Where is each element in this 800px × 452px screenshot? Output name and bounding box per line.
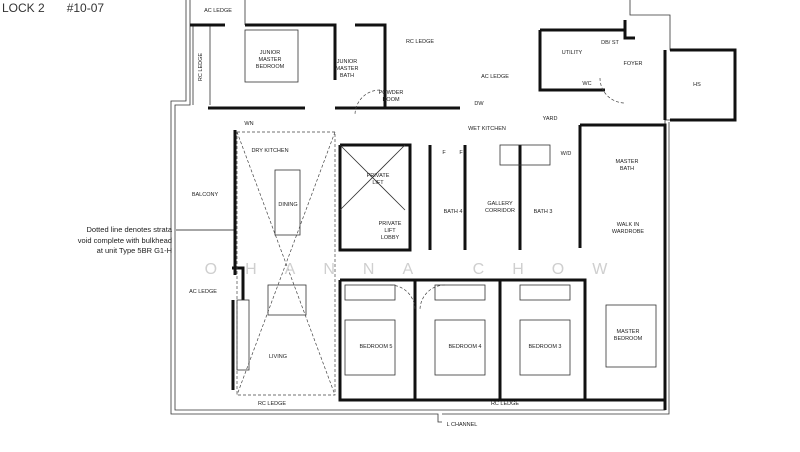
label-powder-room: ROOM xyxy=(382,97,400,103)
label-wn: WN xyxy=(244,121,253,127)
strata-void-note: Dotted line denotes strata void complete… xyxy=(78,225,172,257)
label-gallery-corridor: GALLERY xyxy=(487,201,513,207)
bed-5 xyxy=(344,319,396,376)
watermark: OHANNA CHOW xyxy=(205,261,636,278)
note-line: void complete with bulkhead xyxy=(77,235,172,245)
label-master-bedroom: BEDROOM xyxy=(614,336,643,342)
label-wc: WC xyxy=(582,81,591,87)
label-rc-ledge-bottom-left: RC LEDGE xyxy=(258,401,286,407)
bed-junior-master xyxy=(244,29,299,83)
label-walk-in-wardrobe: WARDROBE xyxy=(612,229,645,235)
label-rc-ledge-left: RC LEDGE xyxy=(198,53,204,81)
label-ac-ledge-top: AC LEDGE xyxy=(204,8,232,14)
label-junior-master-bedroom: JUNIOR xyxy=(260,50,281,56)
bed-4 xyxy=(434,319,486,376)
unit-label: #10-07 xyxy=(66,1,105,15)
label-private-lift: PRIVATE xyxy=(367,173,390,179)
walls xyxy=(190,20,737,410)
label-bedroom-3: BEDROOM 3 xyxy=(528,344,561,350)
label-private-lift-lobby: PRIVATE xyxy=(379,221,402,227)
label-balcony: BALCONY xyxy=(192,192,219,198)
label-l-channel: L CHANNEL xyxy=(447,422,478,428)
label-bedroom-4: BEDROOM 4 xyxy=(448,344,481,350)
label-junior-master-bath: MASTER xyxy=(336,66,359,72)
label-dry-kitchen: DRY KITCHEN xyxy=(251,148,288,154)
label-private-lift: LIFT xyxy=(372,180,384,186)
furniture xyxy=(236,29,657,376)
label-dining: DINING xyxy=(278,202,297,208)
label-ac-ledge-left: AC LEDGE xyxy=(189,289,217,295)
label-hs: HS xyxy=(693,82,701,88)
label-rc-ledge-top: RC LEDGE xyxy=(406,39,434,45)
label-master-bath: BATH xyxy=(620,166,634,172)
label-bath-4: BATH 4 xyxy=(444,209,463,215)
label-gallery-corridor: CORRIDOR xyxy=(485,208,515,214)
label-ac-ledge-mid: AC LEDGE xyxy=(481,74,509,80)
label-dw: DW xyxy=(474,101,484,107)
label-fridge: F xyxy=(442,150,446,156)
label-bath-3: BATH 3 xyxy=(534,209,553,215)
dining-table xyxy=(274,169,301,236)
label-junior-master-bedroom: MASTER xyxy=(259,57,282,63)
room-labels: AC LEDGE RC LEDGE JUNIOR MASTER BEDROOM … xyxy=(189,8,701,428)
label-bedroom-5: BEDROOM 5 xyxy=(359,344,392,350)
label-master-bedroom: MASTER xyxy=(617,329,640,335)
label-wd: W/D xyxy=(561,151,572,157)
sofa xyxy=(267,284,307,316)
strata-void-outline xyxy=(236,77,626,396)
label-fridge: F xyxy=(459,150,463,156)
label-db-st: DB/ ST xyxy=(601,40,619,46)
label-foyer: FOYER xyxy=(624,61,643,67)
label-yard: YARD xyxy=(543,116,558,122)
label-junior-master-bath: BATH xyxy=(340,73,354,79)
bed-3 xyxy=(519,319,571,376)
block-label: LOCK 2 xyxy=(2,1,45,15)
bed-master xyxy=(605,304,657,368)
note-line: at unit Type 5BR G1-H xyxy=(96,246,172,255)
label-junior-master-bath: JUNIOR xyxy=(337,59,358,65)
label-utility: UTILITY xyxy=(562,50,583,56)
note-line: Dotted line denotes strata xyxy=(86,225,172,234)
label-private-lift-lobby: LIFT xyxy=(384,228,396,234)
label-master-bath: MASTER xyxy=(616,159,639,165)
label-powder-room: POWDER xyxy=(379,90,404,96)
label-walk-in-wardrobe: WALK IN xyxy=(617,222,639,228)
label-rc-ledge-bottom-right: RC LEDGE xyxy=(491,401,519,407)
plan-header: LOCK 2 #10-07 xyxy=(2,1,126,15)
label-living: LIVING xyxy=(269,354,287,360)
label-private-lift-lobby: LOBBY xyxy=(381,235,400,241)
label-junior-master-bedroom: BEDROOM xyxy=(256,64,285,70)
label-wet-kitchen: WET KITCHEN xyxy=(468,126,506,132)
